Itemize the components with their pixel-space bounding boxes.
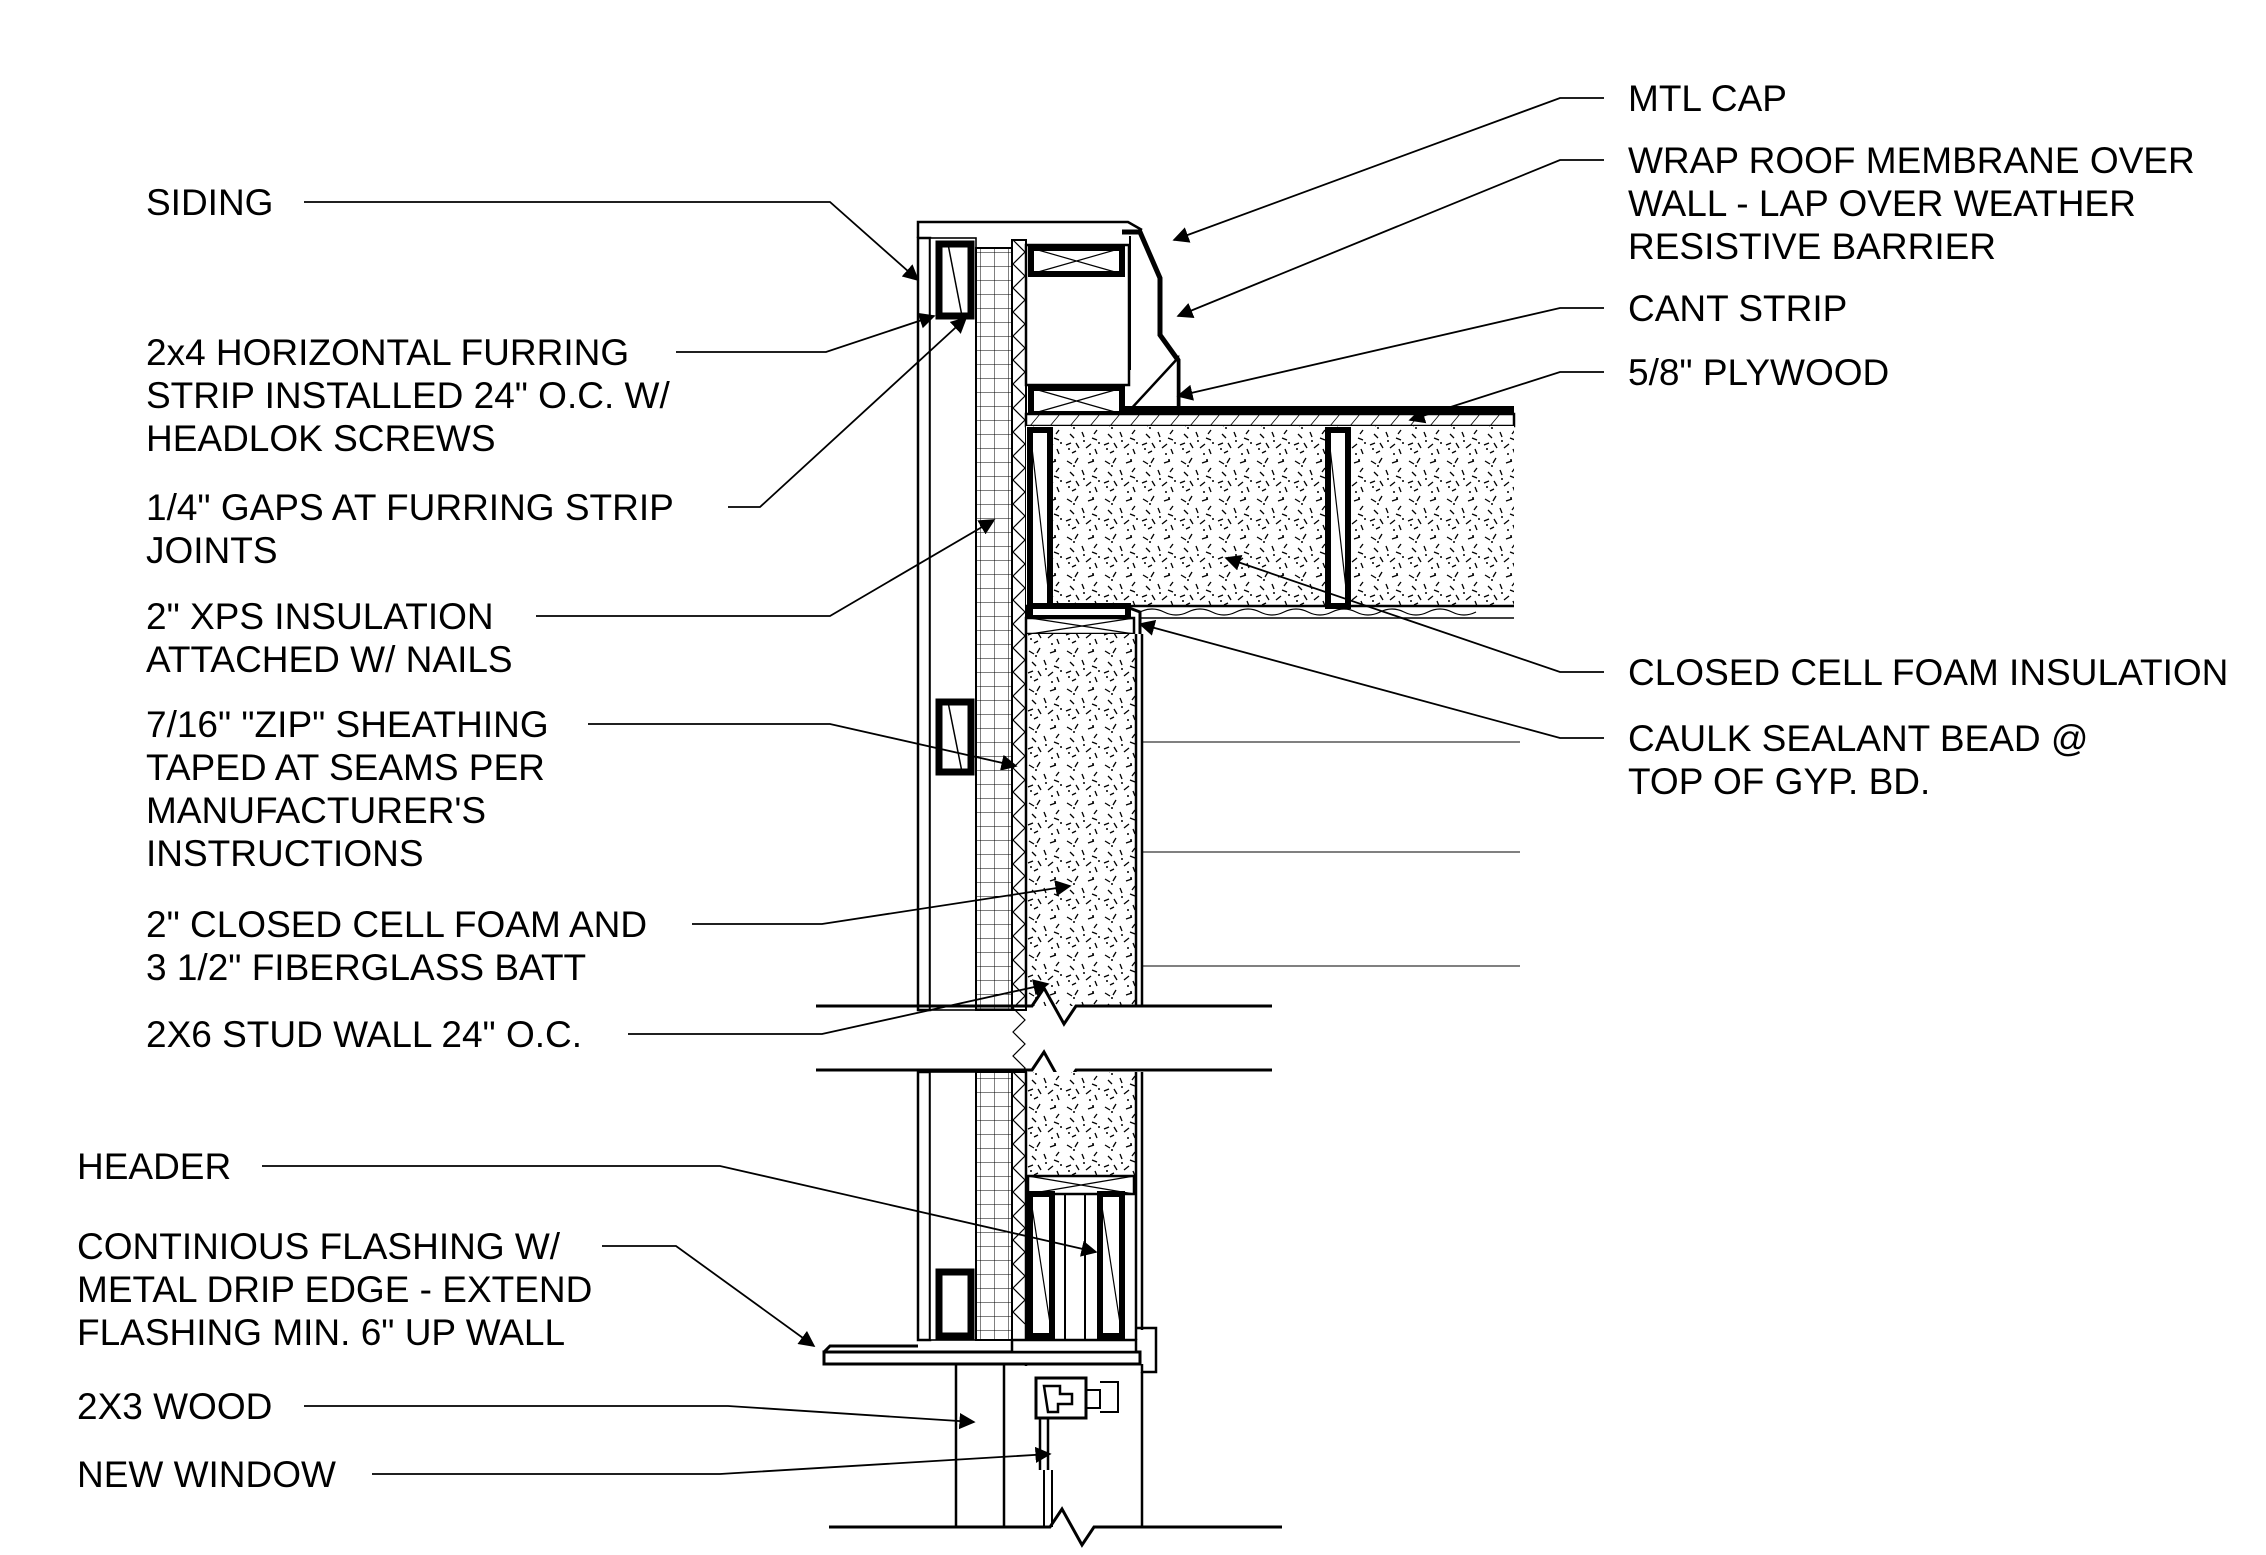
label-flashing: CONTINIOUS FLASHING W/ METAL DRIP EDGE -… [77, 1226, 593, 1353]
leader-siding [304, 201, 920, 282]
label-plywood: 5/8" PLYWOOD [1628, 352, 1890, 393]
xps-insulation-layer [975, 247, 1013, 1011]
window-frame [954, 1364, 1144, 1527]
interior-reference-lines [1142, 741, 1520, 967]
wall-cavity-upper [1024, 634, 1144, 1006]
zip-sheathing-layer [1011, 239, 1027, 1093]
label-roof-membrane: WRAP ROOF MEMBRANE OVER WALL - LAP OVER … [1628, 140, 2195, 267]
leader-new-window [372, 1446, 1052, 1475]
leader-roof-membrane [1176, 159, 1604, 318]
label-furring-gaps: 1/4" GAPS AT FURRING STRIP JOINTS [146, 487, 674, 571]
top-plates [1024, 603, 1142, 636]
leader-2x3-wood [304, 1405, 976, 1430]
leader-caulk [1138, 620, 1604, 739]
label-closed-cell-foam: CLOSED CELL FOAM INSULATION [1628, 652, 2229, 693]
label-caulk-sealant: CAULK SEALANT BEAD @ TOP OF GYP. BD. [1628, 718, 2089, 802]
leader-flashing [602, 1245, 816, 1347]
label-xps-insulation: 2" XPS INSULATION ATTACHED W/ NAILS [146, 596, 513, 680]
roof-foam-insulation [1026, 426, 1514, 619]
label-cant-strip: CANT STRIP [1628, 288, 1848, 329]
label-mtl-cap: MTL CAP [1628, 78, 1787, 119]
leader-cant-strip [1176, 307, 1604, 401]
cant-strip-shape [1127, 354, 1180, 412]
lower-wall [916, 1070, 1144, 1366]
window-head-flashing [822, 1326, 1158, 1374]
label-stud-wall: 2X6 STUD WALL 24" O.C. [146, 1014, 583, 1055]
leader-header [262, 1165, 1098, 1257]
label-furring-strip: 2x4 HORIZONTAL FURRING STRIP INSTALLED 2… [146, 332, 670, 459]
leader-furring-gaps [728, 316, 968, 508]
break-lines [816, 985, 1282, 1548]
leader-furring-strip [676, 312, 936, 353]
label-zip-sheathing: 7/16" "ZIP" SHEATHING TAPED AT SEAMS PER… [146, 704, 549, 874]
label-header: HEADER [77, 1146, 232, 1187]
furring-strip-zone [929, 237, 977, 1011]
leader-lines [262, 97, 1604, 1475]
leader-zip [588, 723, 1018, 771]
leader-stud-wall [628, 979, 1050, 1035]
leader-mtl-cap [1172, 97, 1604, 243]
label-2x3-wood: 2X3 WOOD [77, 1386, 273, 1427]
label-closed-cell-batt: 2" CLOSED CELL FOAM AND 3 1/2" FIBERGLAS… [146, 904, 648, 988]
leader-xps [536, 519, 996, 617]
leader-plywood [1408, 371, 1604, 424]
label-siding: SIDING [146, 182, 274, 223]
parapet-blocking [1024, 229, 1181, 417]
leader-closed-cell-foam [1224, 555, 1604, 673]
header-beam [1026, 1174, 1136, 1340]
label-new-window: NEW WINDOW [77, 1454, 336, 1495]
leader-closed-cell-batt [692, 880, 1072, 925]
